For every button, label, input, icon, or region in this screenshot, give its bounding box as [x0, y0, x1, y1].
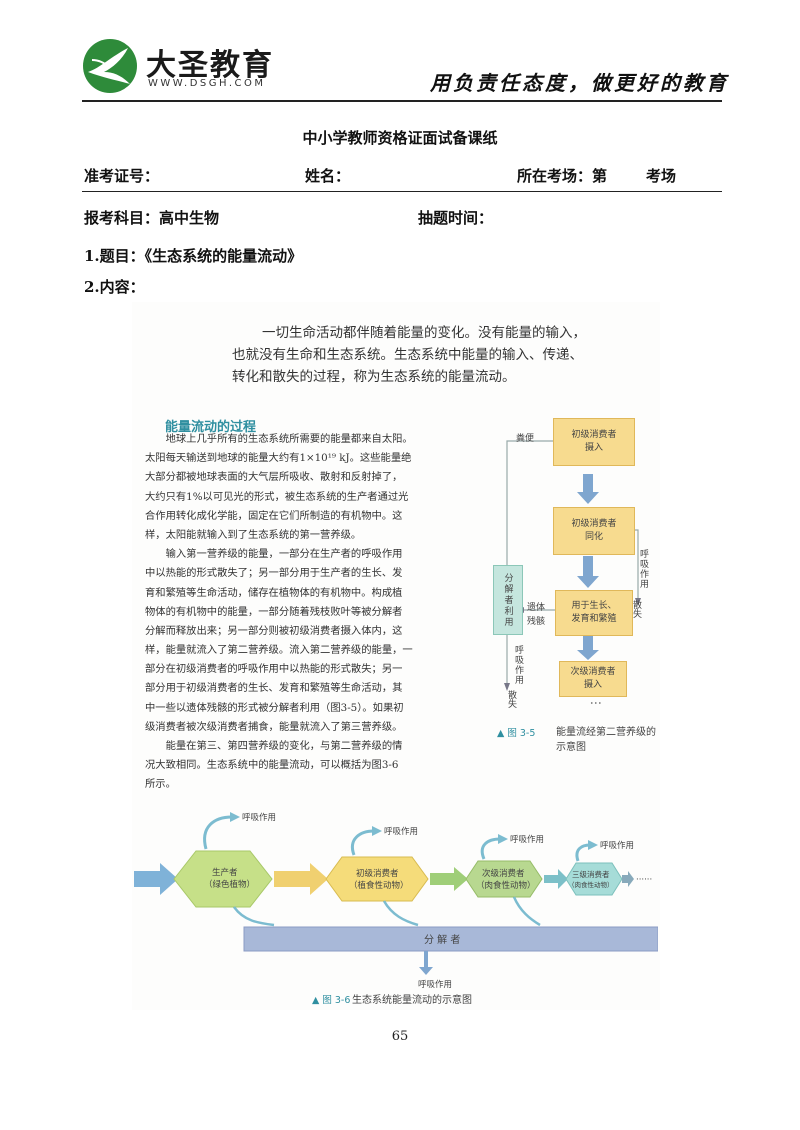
body-paragraphs: 地球上几乎所有的生态系统所需要的能量都来自太阳。 太阳每天输送到地球的能量大约有… [145, 430, 413, 795]
paragraph-line: 合作用转化成化学能，固定在它们所制造的有机物中。这 [145, 509, 403, 522]
intro-line: 转化和散失的过程，称为生态系统的能量流动。 [232, 369, 516, 385]
box-secondary-ingest: 次级消费者 摄入 [559, 661, 627, 697]
respiration-label: 呼吸作用 [384, 826, 418, 837]
tertiary-label: 三级消费者 [572, 869, 610, 879]
box-line: 发育和繁殖 [571, 614, 617, 624]
paragraph-line: 所示。 [145, 778, 176, 791]
secondary-sub: （肉食性动物） [476, 880, 536, 891]
box-growth: 用于生长、 发育和繁殖 [555, 590, 633, 636]
decomposer-label: 分 解 者 [424, 933, 460, 946]
label-respiration: 呼吸作用 [513, 645, 523, 685]
paragraph-line: 分解而释放出来；另一部分则被初级消费者摄入体内，这 [145, 624, 403, 637]
paragraph-line: 大部分都被地球表面的大气层所吸收、散射和反射掉了， [145, 471, 403, 484]
box-line: 初级消费者 [571, 519, 617, 529]
paragraph-line: 样，能量就流入了第二营养级。流入第二营养级的能量，一 [145, 644, 413, 657]
slogan: 用负责任态度，做更好的教育 [430, 71, 729, 95]
content-label: 2.内容： [84, 278, 145, 296]
name-label: 姓名： [305, 167, 351, 185]
primary-label: 初级消费者 [356, 868, 399, 879]
paragraph-line: 中一些以遗体残骸的形式被分解者利用（图3-5）。如果初 [145, 701, 404, 714]
intro-line: 一切生命活动都伴随着能量的变化。没有能量的输入， [262, 325, 586, 341]
label-loss: 散失 [631, 600, 641, 618]
secondary-label: 次级消费者 [482, 868, 525, 879]
paragraph-line: 样，太阳能就输入到了生态系统的第一营养级。 [145, 528, 362, 541]
primary-sub: （植食性动物） [349, 880, 409, 891]
section-heading: 能量流动的过程 [165, 420, 257, 435]
label-respiration: 呼吸作用 [638, 549, 648, 589]
header-divider [82, 100, 722, 102]
form-row-divider [82, 191, 722, 192]
respiration-label: 呼吸作用 [418, 979, 452, 990]
box-primary-ingest: 初级消费者 摄入 [553, 418, 635, 466]
paragraph-line: 中以热能的形式散失了；另一部分用于生产者的生长、发 [145, 567, 403, 580]
respiration-label: 呼吸作用 [510, 834, 544, 845]
draw-time-label: 抽题时间： [418, 209, 494, 227]
box-line: 摄入 [583, 680, 602, 690]
sheet-title: 中小学教师资格证面试备课纸 [302, 129, 498, 147]
box-line: 摄入 [584, 443, 603, 453]
box-line: 用于生长、 [571, 601, 617, 611]
paragraph-line: 级消费者被次级消费者捕食，能量就流入了第三营养级。 [145, 720, 403, 733]
tertiary-sub: （肉食性动物） [568, 880, 614, 889]
producer-sub: （绿色植物） [204, 879, 255, 890]
label-loss: 散失 [506, 690, 516, 708]
figure-caption: 生态系统能量流动的示意图 [352, 995, 472, 1006]
box-line: 初级消费者 [571, 430, 617, 440]
box-line: 次级消费者 [570, 667, 616, 677]
paragraph-line: 能量在第三、第四营养级的变化，与第二营养级的情 [145, 740, 403, 752]
paragraph-line: 部分在初级消费者的呼吸作用中以热能的形式散失；另一 [145, 663, 403, 676]
logo-swallow-icon [83, 39, 137, 93]
box-decomposer: 分解者利用 [493, 565, 523, 635]
paragraph-line: 况大致相同。生态系统中的能量流动，可以概括为图3-6 [145, 759, 399, 772]
respiration-label: 呼吸作用 [600, 840, 634, 851]
brand-url: WWW.DSGH.COM [148, 78, 266, 89]
venue-label: 所在考场：第 [517, 167, 608, 185]
label-remains: 残骸 [527, 617, 546, 627]
fig36-diagram: 分 解 者 生产者 （绿色植物） 初级消费者 （植食性动物） 次级消费者 （肉食… [134, 812, 658, 990]
ellipsis: ⋮ [589, 697, 603, 709]
subject-label: 报考科目：高中生物 [84, 209, 220, 227]
figure-number: ▲ 图 3-5 [497, 728, 536, 739]
figure-caption: 示意图 [556, 742, 586, 753]
paragraph-line: 育和繁殖等生命活动，储存在植物体的有机物中。构成植 [145, 586, 403, 599]
figure-caption: 能量流经第二营养级的 [556, 727, 656, 738]
venue-suffix: 考场 [646, 167, 677, 185]
paragraph-line: 部分用于初级消费者的生长、发育和繁殖等生命活动，其 [145, 682, 403, 695]
box-line: 同化 [584, 532, 603, 542]
paragraph-line: 物体的有机物中的能量，一部分随着残枝败叶等被分解者 [145, 605, 403, 618]
paragraph-line: 输入第一营养级的能量，一部分在生产者的呼吸作用 [145, 548, 403, 561]
topic-title: 1.题目：《生态系统的能量流动》 [84, 247, 303, 265]
paragraph-line: 地球上几乎所有的生态系统所需要的能量都来自太阳。 [145, 433, 413, 445]
label-remains: 遗体 [527, 603, 546, 613]
exam-id-label: 准考证号： [84, 167, 160, 185]
paragraph-line: 太阳每天输送到地球的能量大约有1×10¹⁹ kJ。这些能量绝 [145, 452, 412, 465]
producer-label: 生产者 [212, 867, 238, 878]
intro-line: 也就没有生命和生态系统。生态系统中能量的输入、传递、 [232, 347, 583, 363]
chain-ellipsis: ······ [636, 875, 652, 885]
paragraph-line: 大约只有1%以可见光的形式，被生态系统的生产者通过光 [145, 490, 409, 503]
box-primary-assimilation: 初级消费者 同化 [553, 507, 635, 555]
label-feces: 粪便 [516, 434, 535, 444]
figure-number: ▲ 图 3-6 [312, 995, 351, 1006]
respiration-label: 呼吸作用 [242, 812, 276, 823]
brand-name: 大圣教育 [146, 48, 274, 83]
page-number: 65 [391, 1029, 409, 1044]
